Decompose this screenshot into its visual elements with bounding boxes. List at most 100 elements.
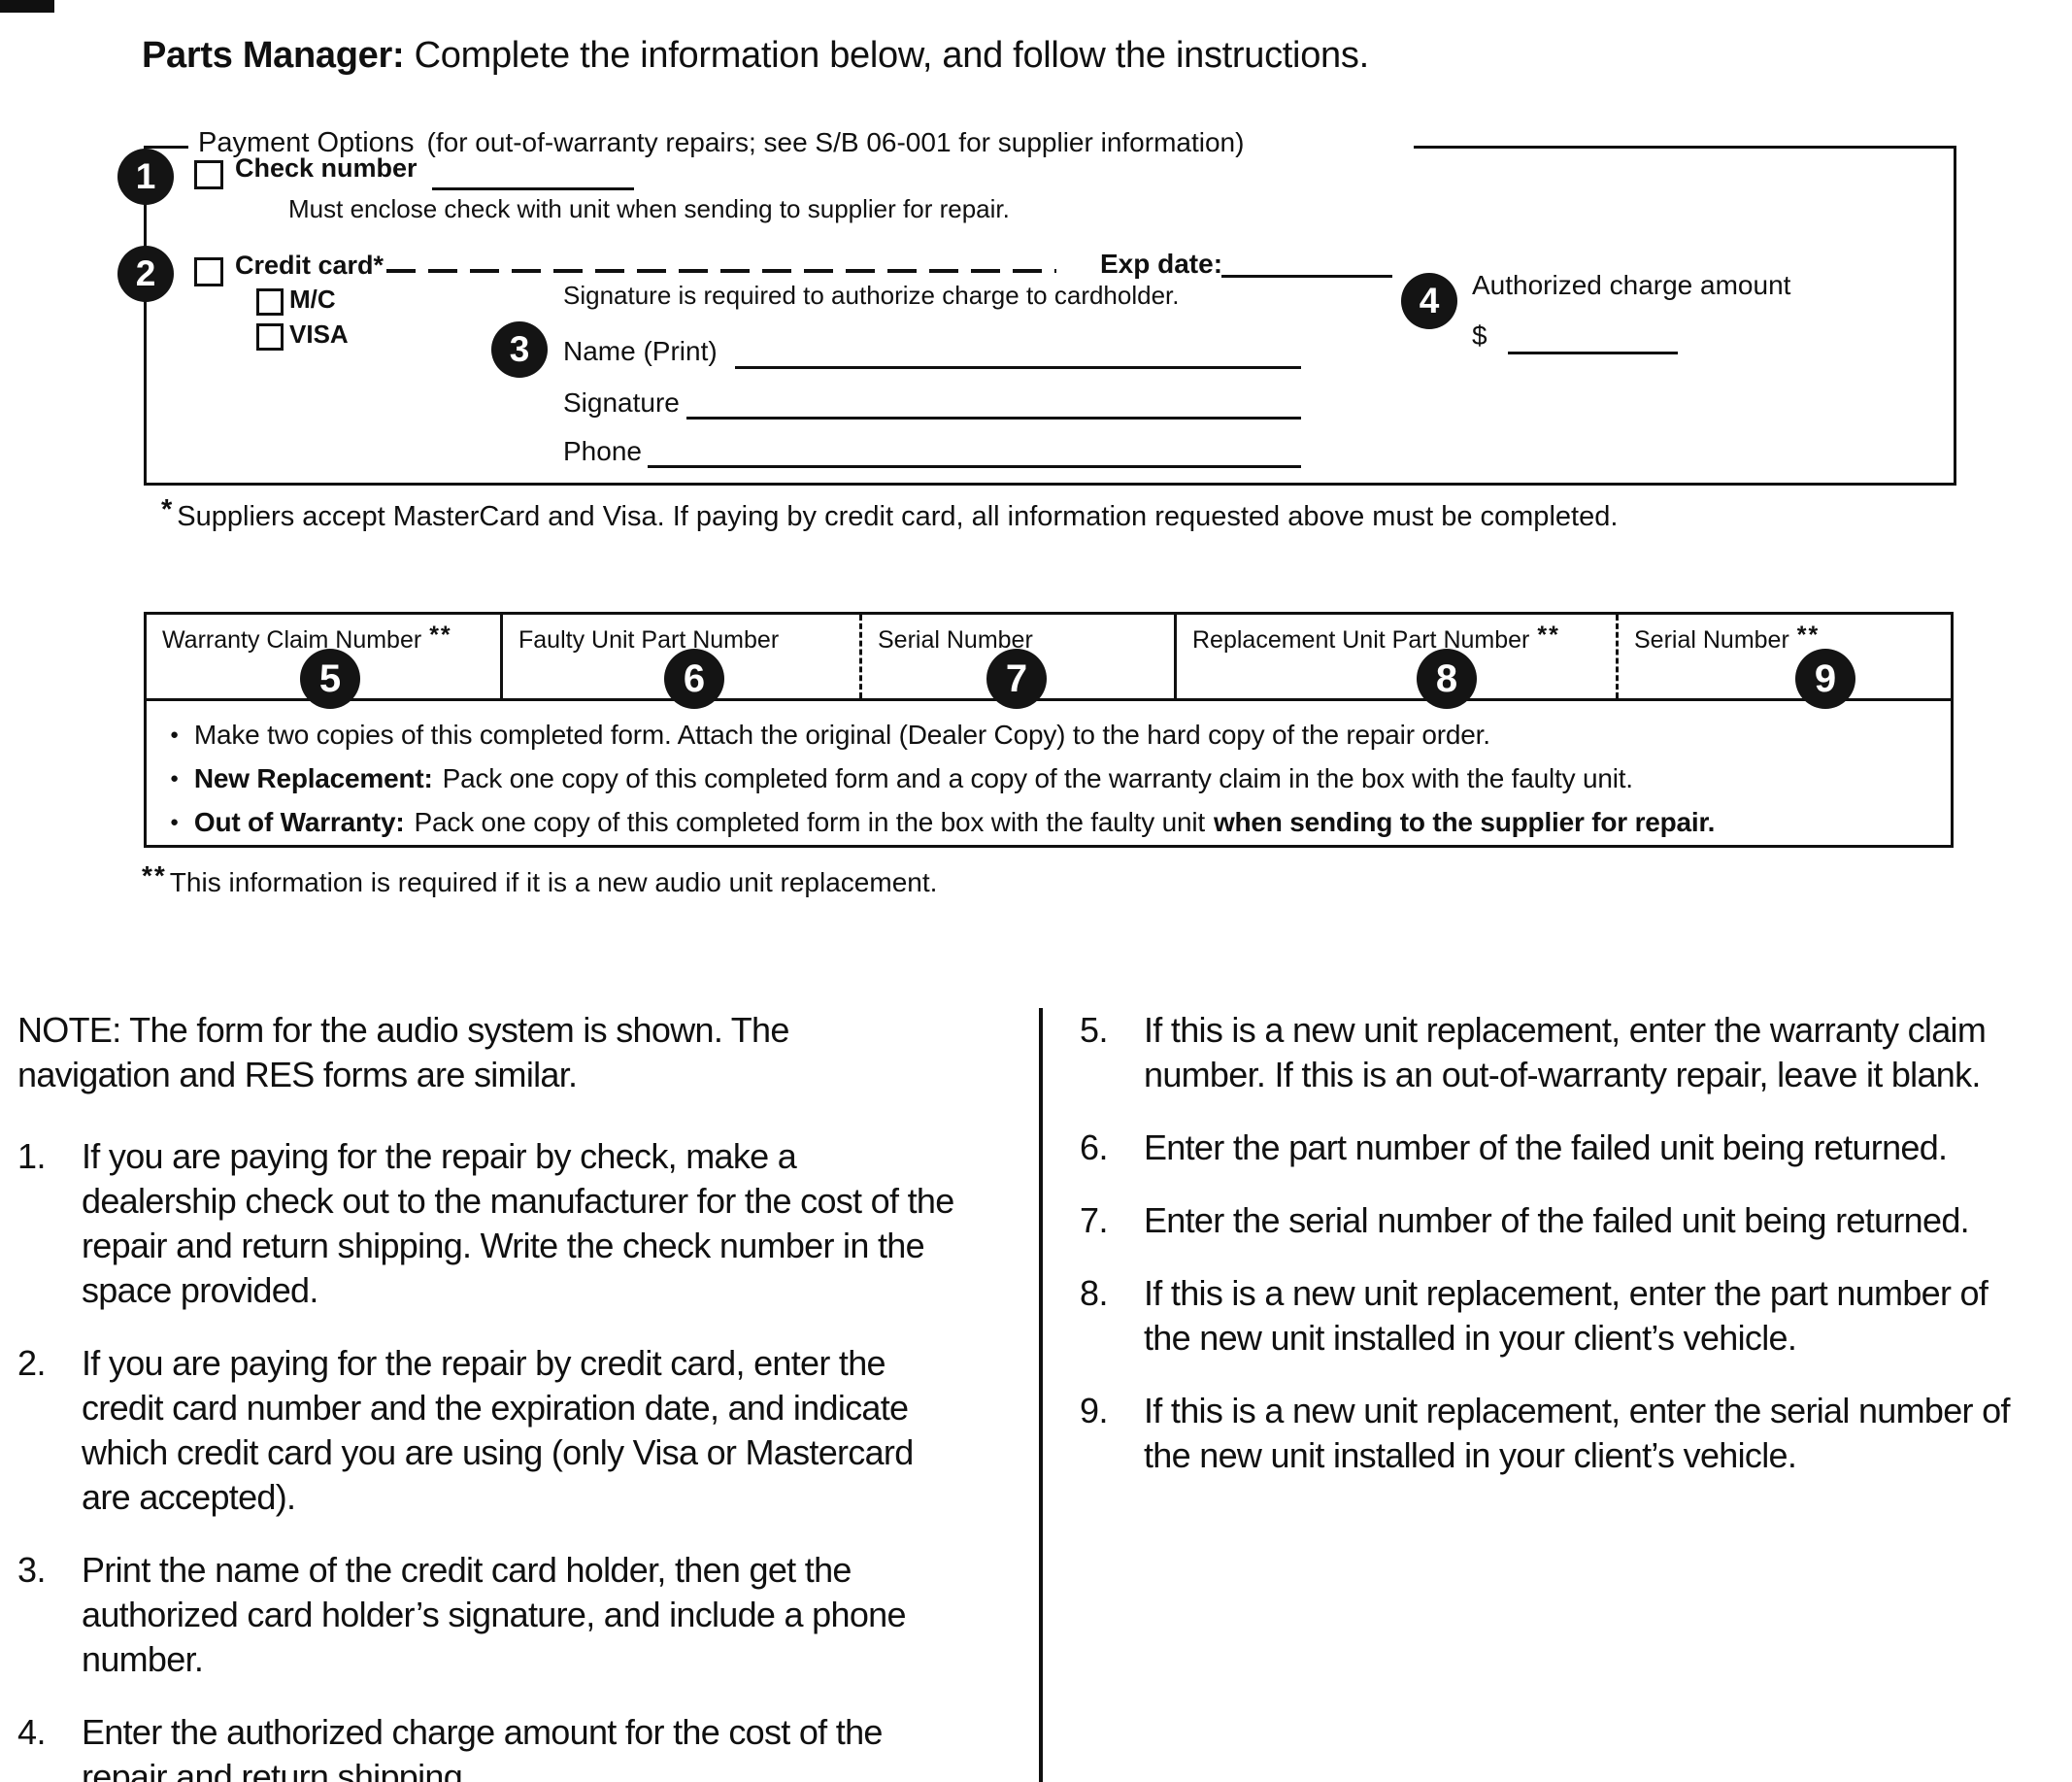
callout-circle-1: 1 (117, 149, 174, 205)
packing-instructions: Make two copies of this completed form. … (147, 701, 1951, 839)
credit-card-label: Credit card* (235, 251, 384, 280)
double-star-footnote-text: This information is required if it is a … (169, 867, 938, 897)
card-number-dashes[interactable] (386, 269, 1056, 273)
instruction-item-6: 6. Enter the part number of the failed u… (1080, 1126, 2036, 1170)
name-blank-line[interactable] (735, 366, 1301, 369)
col-faulty-part-label: Faulty Unit Part Number (518, 626, 780, 654)
payment-options-legend-main: Payment Options (198, 127, 415, 158)
payment-options-legend: Payment Options (for out-of-warranty rep… (198, 127, 1244, 159)
col-warranty-claim-label: Warranty Claim Number (162, 626, 422, 654)
warranty-table: Warranty Claim Number ** Faulty Unit Part… (144, 612, 1954, 848)
instruction-8-text: If this is a new unit replacement, enter… (1144, 1273, 1988, 1358)
instruction-item-5: 5. If this is a new unit replacement, en… (1080, 1008, 2036, 1097)
callout-8-number: 8 (1435, 656, 1458, 700)
amount-blank-line[interactable] (1508, 352, 1678, 354)
instruction-2-text: If you are paying for the repair by cred… (82, 1343, 914, 1517)
phone-blank-line[interactable] (648, 465, 1301, 468)
instruction-9-number: 9. (1080, 1391, 1109, 1430)
callout-circle-4: 4 (1401, 273, 1457, 329)
dollar-sign: $ (1472, 320, 1487, 351)
payment-box-border-stub-left (144, 146, 188, 149)
callout-circle-7: 7 (986, 649, 1047, 709)
callout-circle-5: 5 (300, 649, 360, 709)
column-divider (1039, 1008, 1043, 1782)
exp-date-blank-line[interactable] (1221, 275, 1392, 278)
mc-checkbox[interactable] (256, 288, 284, 316)
page-title-rest: Complete the information below, and foll… (414, 35, 1370, 76)
callout-circle-8: 8 (1417, 649, 1477, 709)
packing-bullet-new-replacement: New Replacement:Pack one copy of this co… (168, 761, 1931, 795)
instruction-1-text: If you are paying for the repair by chec… (82, 1136, 954, 1310)
callout-circle-6: 6 (664, 649, 724, 709)
mc-label: M/C (289, 285, 336, 314)
visa-label: VISA (289, 319, 349, 349)
callout-1-number: 1 (135, 156, 156, 196)
instruction-7-text: Enter the serial number of the failed un… (1144, 1200, 1970, 1240)
instruction-3-number: 3. (17, 1550, 47, 1590)
col-replacement-serial-number: Serial Number** (1616, 615, 1951, 698)
instruction-4-number: 4. (17, 1712, 47, 1752)
callout-2-number: 2 (135, 253, 156, 293)
callout-9-number: 9 (1814, 656, 1837, 700)
instruction-9-text: If this is a new unit replacement, enter… (1144, 1391, 2010, 1475)
instruction-4-text: Enter the authorized charge amount for t… (82, 1712, 883, 1782)
page-title-lead: Parts Manager: (142, 35, 405, 76)
instruction-8-number: 8. (1080, 1273, 1109, 1313)
col-warranty-claim-number: Warranty Claim Number ** (147, 615, 500, 698)
name-print-label: Name (Print) (563, 336, 718, 366)
exp-date-label: Exp date: (1100, 249, 1223, 279)
credit-card-checkbox[interactable] (194, 257, 223, 286)
instruction-item-8: 8. If this is a new unit replacement, en… (1080, 1271, 2036, 1361)
double-star-footnote: **This information is required if it is … (142, 860, 938, 898)
callout-3-number: 3 (509, 329, 530, 369)
suppliers-footnote: *Suppliers accept MasterCard and Visa. I… (161, 494, 1619, 533)
instruction-item-3: 3. Print the name of the credit card hol… (17, 1548, 959, 1682)
col-replacement-part-number: Replacement Unit Part Number** (1174, 615, 1616, 698)
instruction-item-1: 1. If you are paying for the repair by c… (17, 1134, 959, 1313)
warranty-table-header: Warranty Claim Number ** Faulty Unit Part… (147, 615, 1951, 701)
instruction-3-text: Print the name of the credit card holder… (82, 1550, 906, 1679)
check-enclose-note: Must enclose check with unit when sendin… (288, 194, 1010, 223)
payment-options-box: 1 Check number Must enclose check with u… (117, 146, 1956, 486)
double-star-footnote-stars: ** (142, 860, 167, 891)
check-number-label: Check number (235, 153, 418, 183)
signature-label: Signature (563, 387, 680, 418)
instruction-2-number: 2. (17, 1343, 47, 1383)
callout-6-number: 6 (683, 656, 706, 700)
scan-artifact (0, 0, 54, 13)
check-number-checkbox[interactable] (194, 160, 223, 189)
instructions-left-column: NOTE: The form for the audio system is s… (17, 1008, 959, 1782)
instructions-right-column: 5. If this is a new unit replacement, en… (1080, 1008, 2036, 1506)
payment-options-legend-paren: (for out-of-warranty repairs; see S/B 06… (426, 127, 1245, 157)
instruction-6-number: 6. (1080, 1127, 1109, 1167)
packing-bullet-out-of-warranty: Out of Warranty:Pack one copy of this co… (168, 805, 1931, 839)
packing-bullet-copies: Make two copies of this completed form. … (168, 718, 1931, 752)
instruction-item-2: 2. If you are paying for the repair by c… (17, 1341, 959, 1520)
callout-4-number: 4 (1419, 281, 1440, 320)
check-number-blank-line[interactable] (432, 187, 634, 190)
col-replacement-serial-label: Serial Number (1634, 626, 1789, 654)
suppliers-footnote-text: Suppliers accept MasterCard and Visa. If… (177, 501, 1619, 532)
instruction-item-9: 9. If this is a new unit replacement, en… (1080, 1389, 2036, 1478)
suppliers-footnote-star: * (161, 494, 175, 525)
instruction-6-text: Enter the part number of the failed unit… (1144, 1127, 1948, 1167)
callout-circle-9: 9 (1795, 649, 1855, 709)
col-warranty-claim-stars: ** (429, 622, 452, 649)
page-title: Parts Manager: Complete the information … (142, 35, 1369, 77)
signature-required-note: Signature is required to authorize charg… (563, 281, 1180, 310)
instruction-5-text: If this is a new unit replacement, enter… (1144, 1010, 1987, 1094)
callout-5-number: 5 (318, 656, 342, 700)
instruction-5-number: 5. (1080, 1010, 1109, 1050)
instruction-item-4: 4. Enter the authorized charge amount fo… (17, 1710, 959, 1782)
instruction-1-number: 1. (17, 1136, 47, 1176)
signature-blank-line[interactable] (686, 417, 1301, 420)
callout-circle-3: 3 (491, 321, 548, 378)
note-paragraph: NOTE: The form for the audio system is s… (17, 1010, 789, 1094)
col-replacement-part-label: Replacement Unit Part Number (1192, 626, 1530, 654)
col-faulty-part-number: Faulty Unit Part Number (500, 615, 859, 698)
instruction-7-number: 7. (1080, 1200, 1109, 1240)
callout-circle-2: 2 (117, 246, 174, 302)
visa-checkbox[interactable] (256, 323, 284, 351)
payment-box-border-stub-right (1414, 146, 1956, 149)
